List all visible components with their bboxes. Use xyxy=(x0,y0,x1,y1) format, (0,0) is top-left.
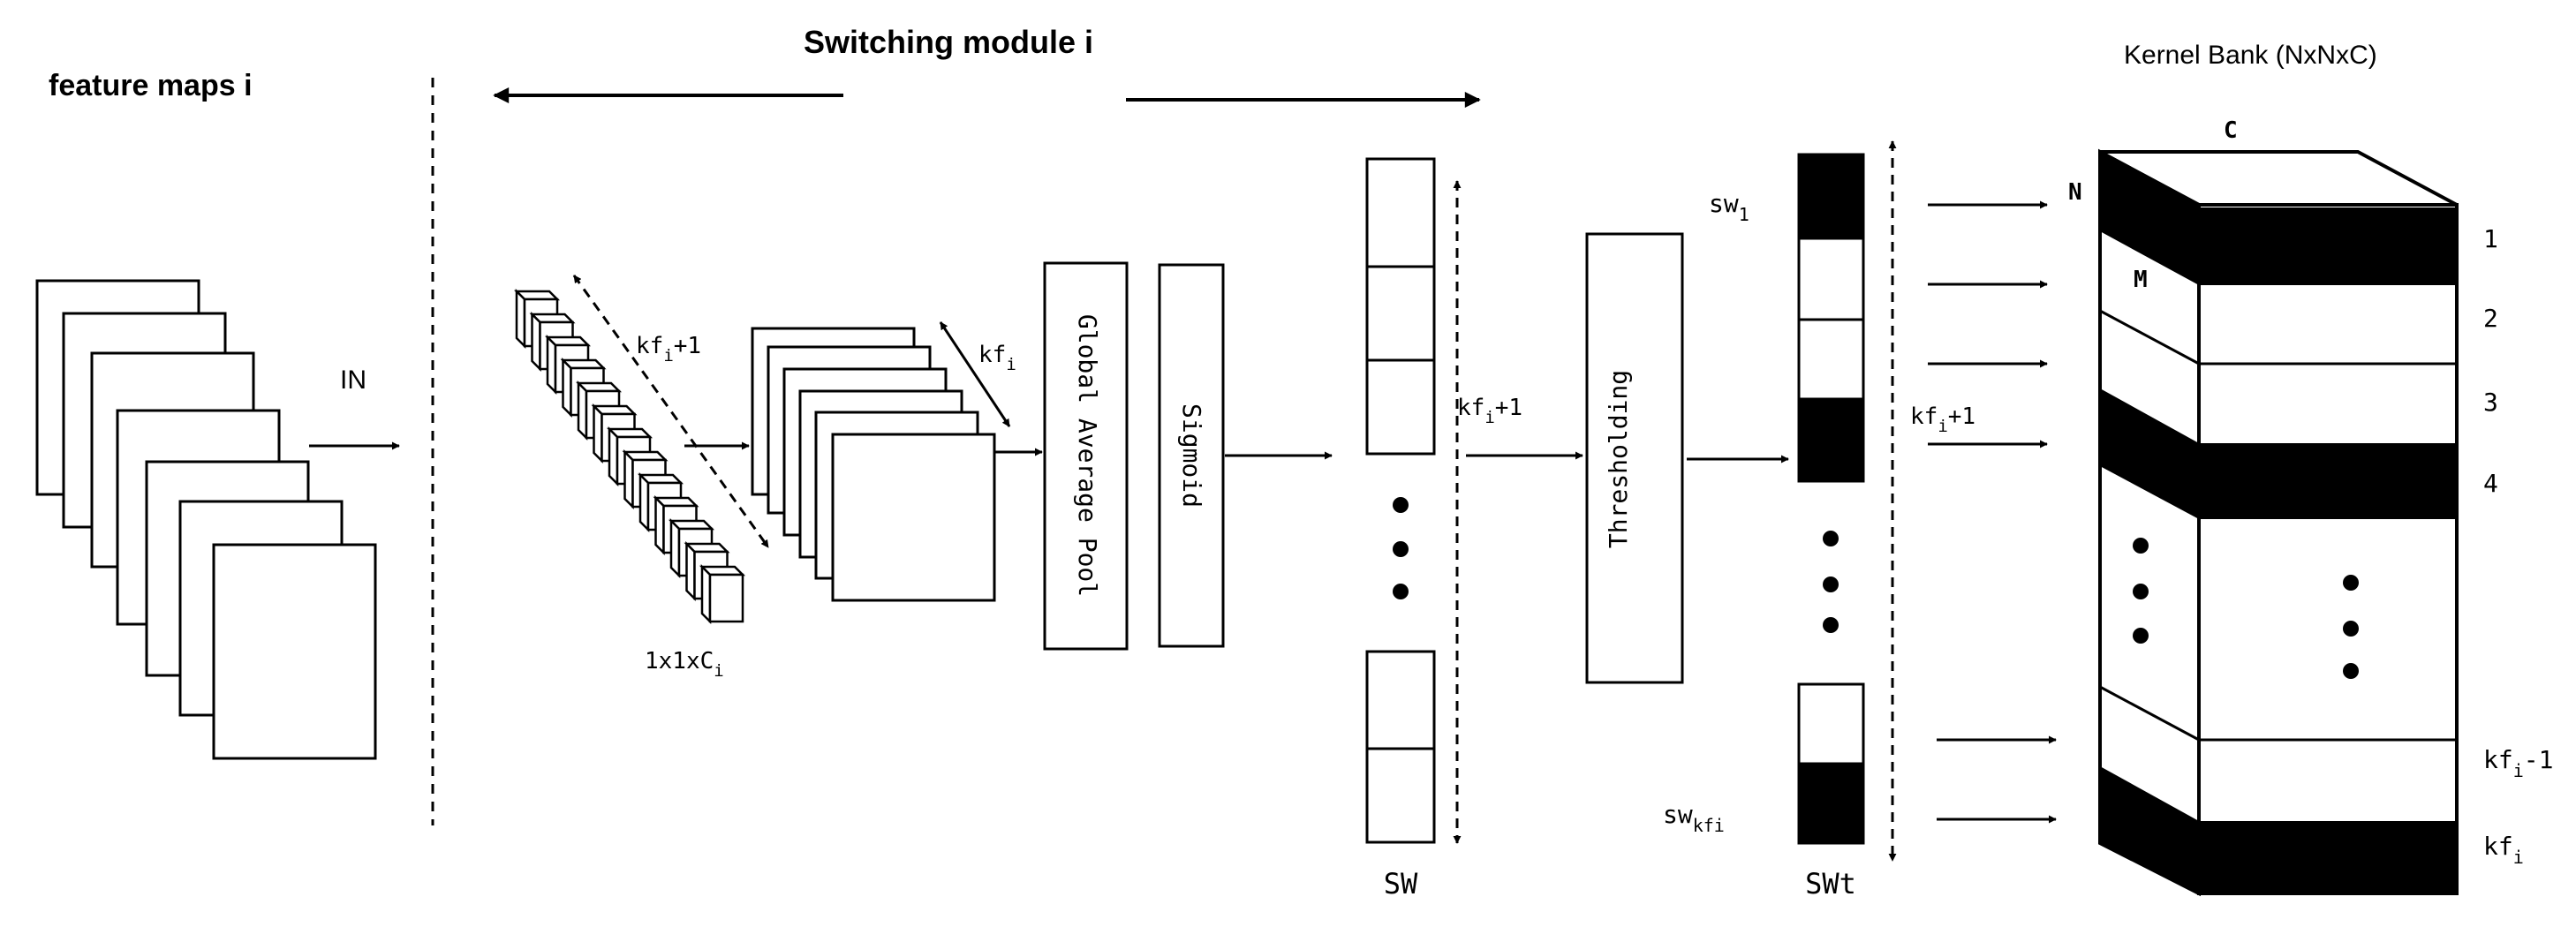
cube-front-face xyxy=(2197,203,2459,895)
output-map xyxy=(831,433,996,602)
sigmoid-box xyxy=(1158,263,1225,648)
side-band-kf xyxy=(2100,766,2199,893)
sw-label: SW xyxy=(1384,867,1418,901)
swt-cell xyxy=(1797,318,1865,401)
swt-vector xyxy=(1797,153,1865,845)
switching-module-title: Switching module i xyxy=(804,24,1093,60)
sw-kf-label: kfi+1 xyxy=(1457,395,1522,427)
global-average-pool-label: Global Average Pool xyxy=(1073,314,1102,597)
sw-1-label: sw1 xyxy=(1709,189,1749,225)
sigmoid-label: Sigmoid xyxy=(1177,403,1206,508)
kernel-row-label-kf-minus-1: kfi-1 xyxy=(2483,745,2553,781)
kernel-arrows xyxy=(1928,200,2057,824)
kernel-band-4 xyxy=(2199,443,2457,519)
cubes-kf-label: kfi+1 xyxy=(636,333,701,365)
kernel-row-label-2: 2 xyxy=(2483,304,2498,333)
swt-kf-label: kfi+1 xyxy=(1910,403,1975,436)
global-average-pool-box xyxy=(1043,261,1129,651)
swt-cell xyxy=(1797,153,1865,240)
sw-cell xyxy=(1365,265,1436,362)
side-band-4 xyxy=(2100,388,2199,519)
in-label: IN xyxy=(340,365,366,395)
kernel-band-kf xyxy=(2199,821,2457,892)
side-row-line xyxy=(2099,685,2200,742)
cube-ellipsis xyxy=(2133,538,2359,679)
sw-cell xyxy=(1365,650,1436,750)
one-by-one-label: 1x1xCi xyxy=(645,648,724,681)
kernel-row-label-4: 4 xyxy=(2483,469,2498,498)
output-maps-stack xyxy=(751,327,996,602)
kernel-band-1 xyxy=(2199,207,2457,285)
kernel-row-label-3: 3 xyxy=(2483,388,2498,417)
thresholding-label: Thresholding xyxy=(1604,370,1633,548)
feature-map xyxy=(212,543,377,760)
sw-cell xyxy=(1365,358,1436,456)
sw-vector xyxy=(1365,157,1436,844)
one-by-one-cube xyxy=(699,563,746,625)
maps-kf-label: kfi xyxy=(978,342,1016,374)
cube-c-label: C xyxy=(2224,117,2238,144)
sw-kfi-label: swkfi xyxy=(1663,800,1725,836)
one-by-one-cubes xyxy=(513,288,746,625)
side-row-line xyxy=(2099,309,2200,365)
sw-ellipsis xyxy=(1393,497,1409,599)
cube-n-label: N xyxy=(2068,179,2082,206)
kernel-bank-title: Kernel Bank (NxNxC) xyxy=(2124,41,2377,70)
feature-maps-title: feature maps i xyxy=(49,69,253,102)
swt-label: SWt xyxy=(1805,867,1856,901)
cube-m-label: M xyxy=(2134,267,2148,293)
kernel-row-label-kf: kfi xyxy=(2483,832,2524,868)
thresholding-box xyxy=(1585,232,1684,684)
swt-cell xyxy=(1797,397,1865,483)
maps-diagonal-arrow xyxy=(939,321,1011,427)
sw-cell xyxy=(1365,157,1436,268)
cubes-dashed-arrow xyxy=(572,275,770,548)
swt-cell xyxy=(1797,237,1865,321)
feature-maps-stack xyxy=(35,279,377,760)
sw-cell xyxy=(1365,747,1436,844)
swt-ellipsis xyxy=(1823,531,1839,633)
kernel-bank-cube xyxy=(2098,148,2459,897)
kernel-row-label-1: 1 xyxy=(2483,224,2498,253)
swt-cell xyxy=(1797,762,1865,845)
swt-cell xyxy=(1797,682,1865,765)
side-band-1 xyxy=(2100,152,2199,285)
